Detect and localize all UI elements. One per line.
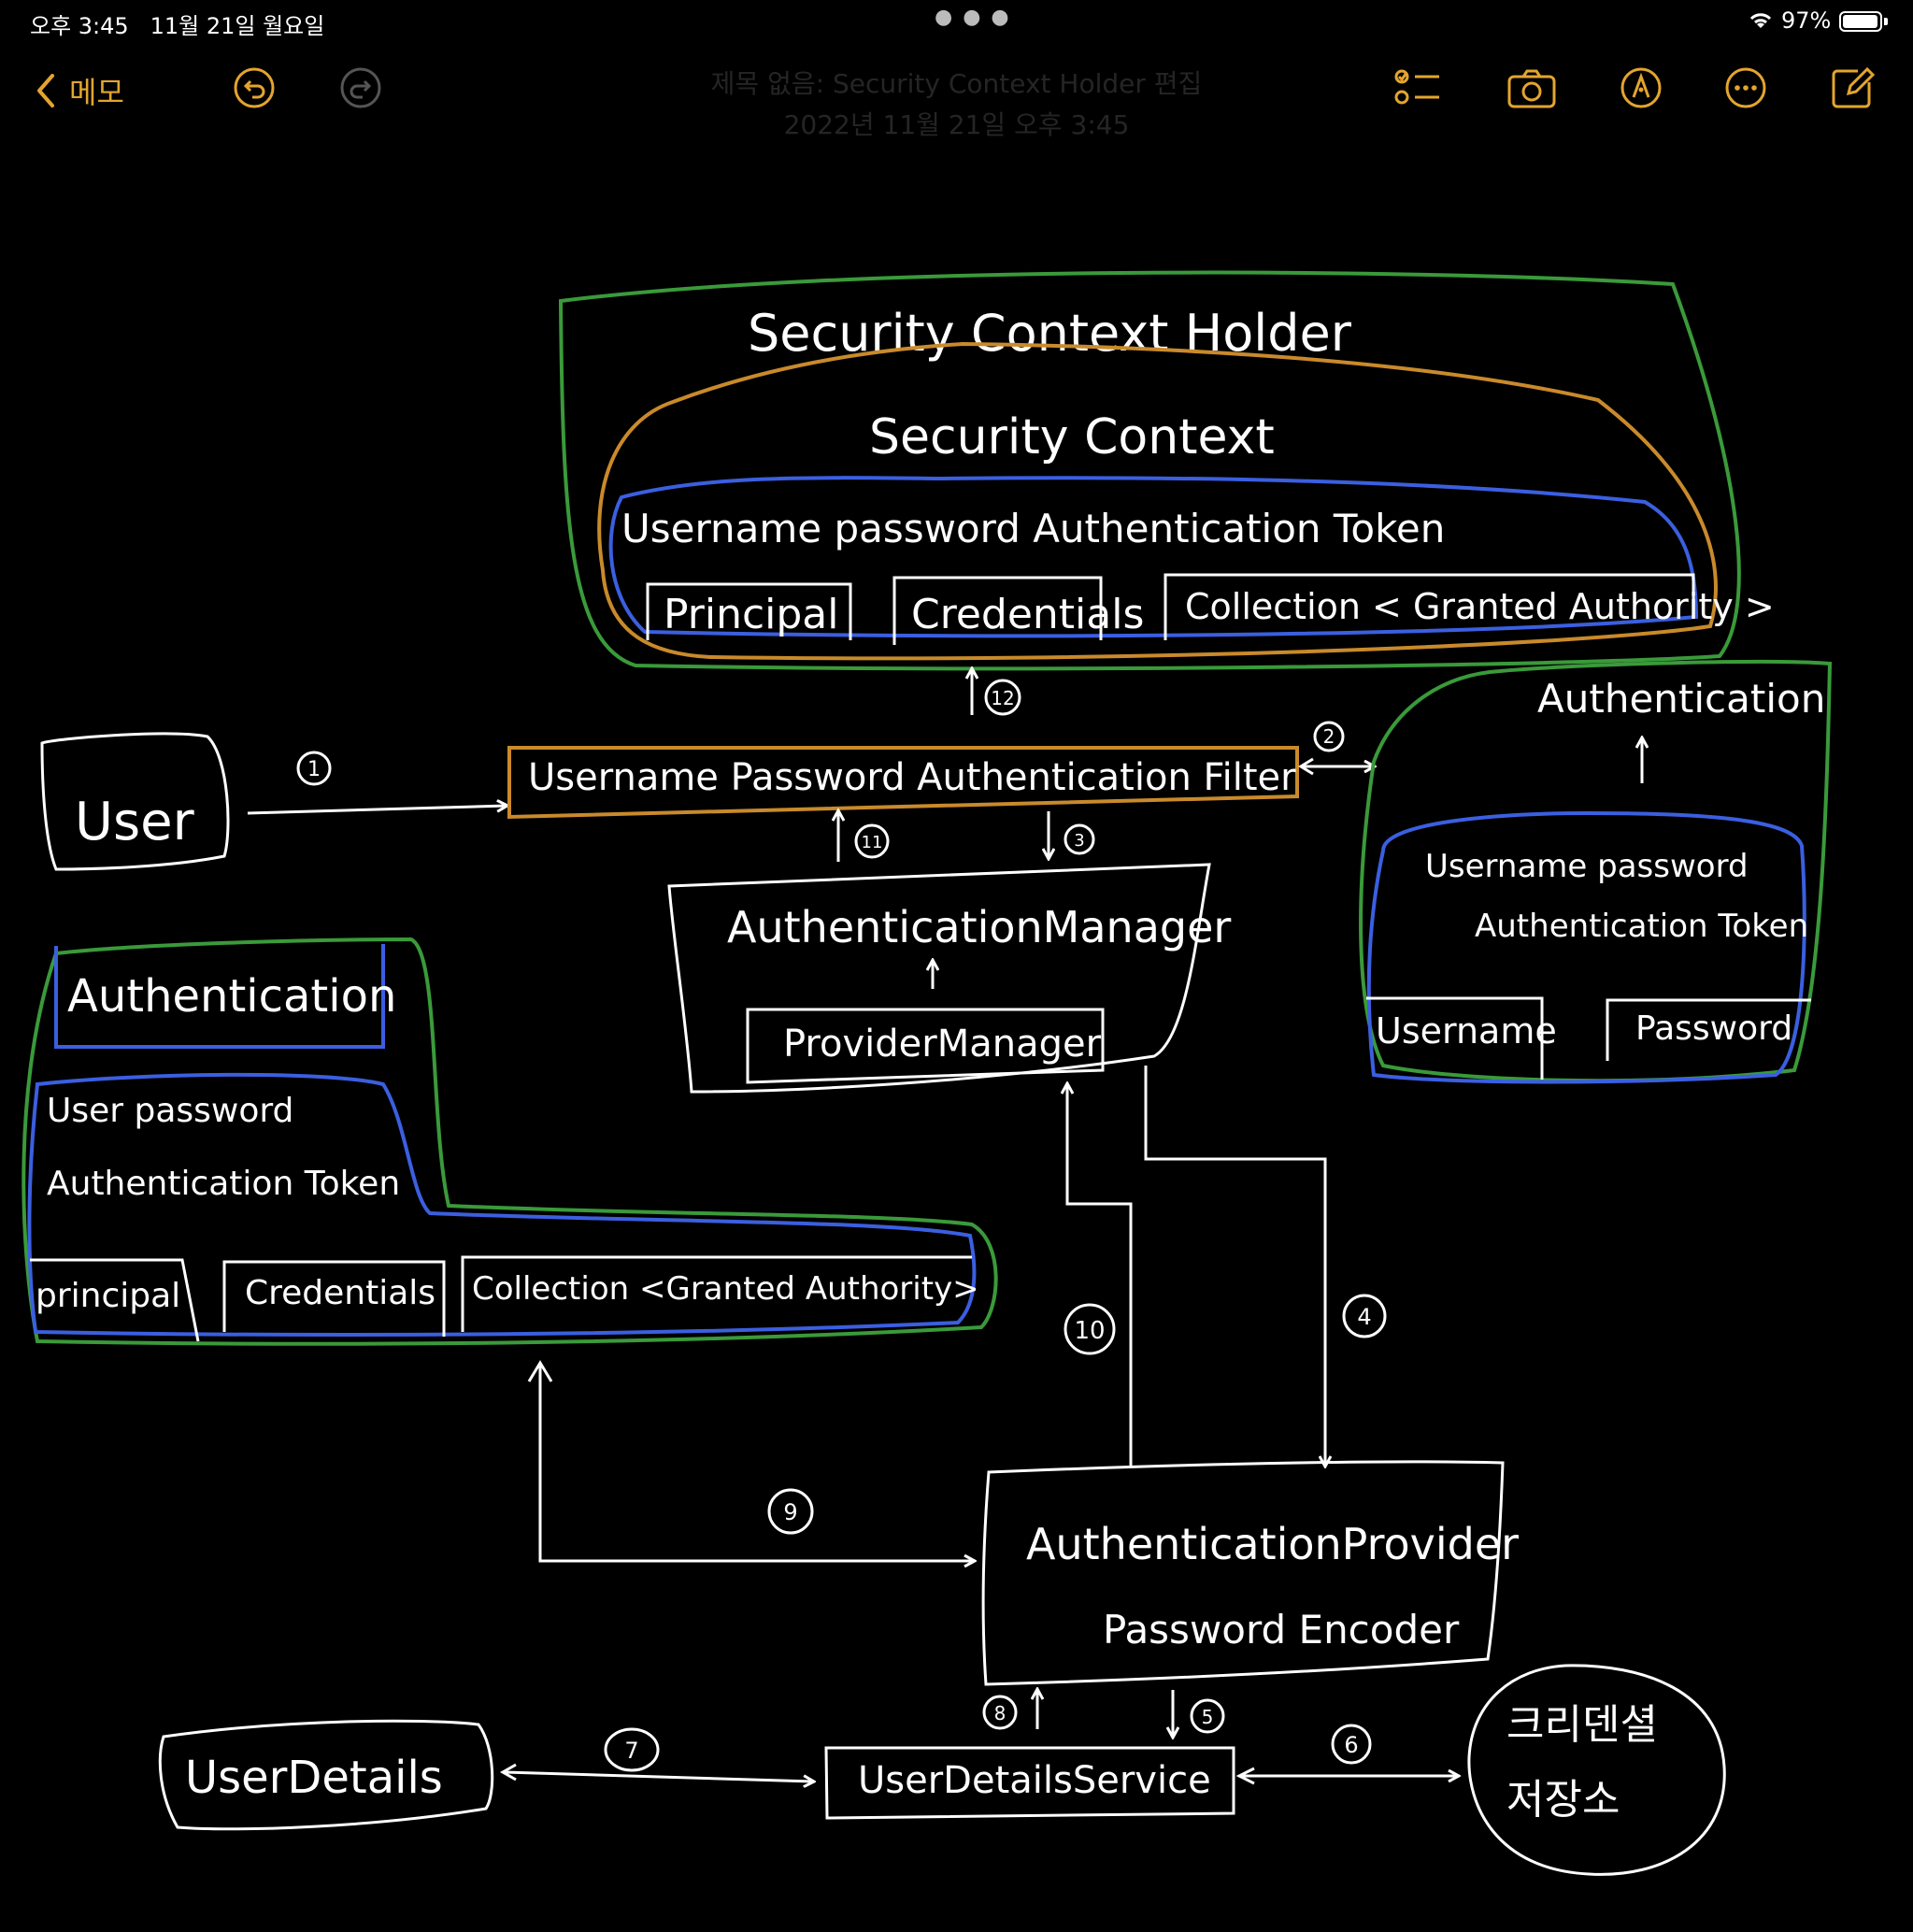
step-5: 5	[1202, 1706, 1214, 1728]
status-date: 11월 21일 월요일	[150, 13, 325, 39]
arrow-1	[247, 806, 507, 815]
step-7: 7	[624, 1738, 638, 1764]
compose-button[interactable]	[1830, 65, 1876, 110]
toolbar: 메모 제목 없음: Security Context Holder 편집 202…	[0, 56, 1913, 140]
password-right-label: Password	[1635, 1009, 1792, 1048]
credential-store-circle	[1467, 1664, 1726, 1876]
battery-percent: 97%	[1781, 7, 1832, 34]
provider-manager-box	[746, 1008, 1105, 1084]
step-6: 6	[1344, 1732, 1358, 1758]
arrow-4	[1144, 1066, 1325, 1466]
step-4: 4	[1357, 1304, 1371, 1330]
token-right-label-1: Username password	[1425, 848, 1749, 885]
multitasking-dots-icon[interactable]: ● ● ●	[935, 6, 1011, 29]
undo-button[interactable]	[232, 65, 277, 110]
checklist-icon	[1394, 69, 1439, 105]
step-1: 1	[307, 758, 321, 781]
status-time: 오후 3:45 11월 21일 월요일	[30, 13, 325, 39]
token-left-label-2: Authentication Token	[47, 1165, 400, 1203]
note-date: 2022년 11월 21일 오후 3:45	[783, 109, 1130, 140]
chevron-left-icon	[37, 74, 54, 107]
security-context-holder-label: Security Context Holder	[748, 304, 1352, 363]
more-button[interactable]	[1723, 65, 1768, 110]
token-right-box	[1366, 810, 1806, 1084]
camera-button[interactable]	[1506, 65, 1556, 110]
battery-icon	[1839, 11, 1882, 32]
redo-button[interactable]	[338, 65, 383, 110]
security-context-box	[597, 341, 1718, 661]
pen-tip-icon	[1620, 67, 1662, 108]
checklist-button[interactable]	[1394, 65, 1439, 110]
token-top-label: Username password Authentication Token	[621, 506, 1445, 551]
step-9: 9	[783, 1499, 797, 1525]
collection-left-label: Collection <Granted Authority>	[472, 1270, 979, 1308]
step-8: 8	[994, 1702, 1006, 1724]
credentials-top-box	[892, 576, 1103, 645]
status-bar: 오후 3:45 11월 21일 월요일 ● ● ● 97%	[0, 0, 1913, 45]
authentication-manager-label: AuthenticationManager	[727, 902, 1231, 952]
authentication-provider-box	[981, 1460, 1505, 1686]
back-label: 메모	[69, 75, 124, 110]
security-context-holder-box	[558, 270, 1741, 671]
user-label: User	[75, 792, 195, 852]
filter-box	[507, 746, 1299, 820]
step-10: 10	[1074, 1317, 1105, 1345]
back-button[interactable]: 메모	[36, 69, 124, 112]
authentication-manager-box	[667, 863, 1211, 1094]
markup-button[interactable]	[1619, 65, 1663, 110]
arrow-7	[504, 1770, 813, 1782]
wifi-icon	[1748, 9, 1774, 36]
note-title: 제목 없음: Security Context Holder 편집	[710, 68, 1203, 99]
step-12: 12	[991, 687, 1014, 709]
token-top-box	[608, 476, 1699, 638]
collection-top-box	[1164, 573, 1695, 640]
redo-icon	[340, 67, 381, 108]
user-details-box	[158, 1719, 494, 1831]
token-right-label-2: Authentication Token	[1475, 908, 1808, 945]
credentials-left-label: Credentials	[245, 1274, 435, 1312]
more-icon	[1725, 67, 1766, 108]
principal-top-box	[646, 582, 852, 640]
security-context-label: Security Context	[869, 409, 1275, 465]
user-details-label: UserDetails	[185, 1752, 443, 1804]
password-encoder-label: Password Encoder	[1103, 1607, 1460, 1653]
camera-icon	[1507, 69, 1556, 108]
token-left-box	[27, 1072, 977, 1337]
step-11: 11	[862, 833, 883, 852]
authentication-left-label: Authentication	[67, 970, 396, 1023]
provider-manager-label: ProviderManager	[783, 1023, 1102, 1066]
user-details-service-label: UserDetailsService	[858, 1759, 1211, 1802]
credentials-top-label: Credentials	[911, 591, 1144, 638]
authentication-left-box	[21, 937, 998, 1346]
user-details-service-box	[824, 1746, 1235, 1820]
authentication-right-label: Authentication	[1537, 676, 1825, 722]
token-left-label-1: User password	[47, 1092, 293, 1130]
undo-icon	[234, 67, 275, 108]
authentication-provider-label: AuthenticationProvider	[1026, 1519, 1519, 1569]
principal-top-label: Principal	[664, 591, 839, 638]
step-2: 2	[1323, 725, 1335, 748]
credential-store-label-2: 저장소	[1506, 1776, 1620, 1824]
step-3: 3	[1074, 831, 1084, 851]
collection-top-label: Collection < Granted Authority >	[1185, 586, 1775, 627]
user-box	[40, 732, 230, 871]
arrow-9	[538, 1365, 974, 1561]
arrow-10	[1067, 1084, 1133, 1466]
principal-left-label: principal	[36, 1277, 180, 1315]
compose-icon	[1832, 66, 1876, 108]
filter-label: Username Password Authentication Filter	[528, 756, 1296, 799]
username-right-label: Username	[1376, 1010, 1557, 1052]
credential-store-label-1: 크리덴셜	[1506, 1701, 1658, 1749]
